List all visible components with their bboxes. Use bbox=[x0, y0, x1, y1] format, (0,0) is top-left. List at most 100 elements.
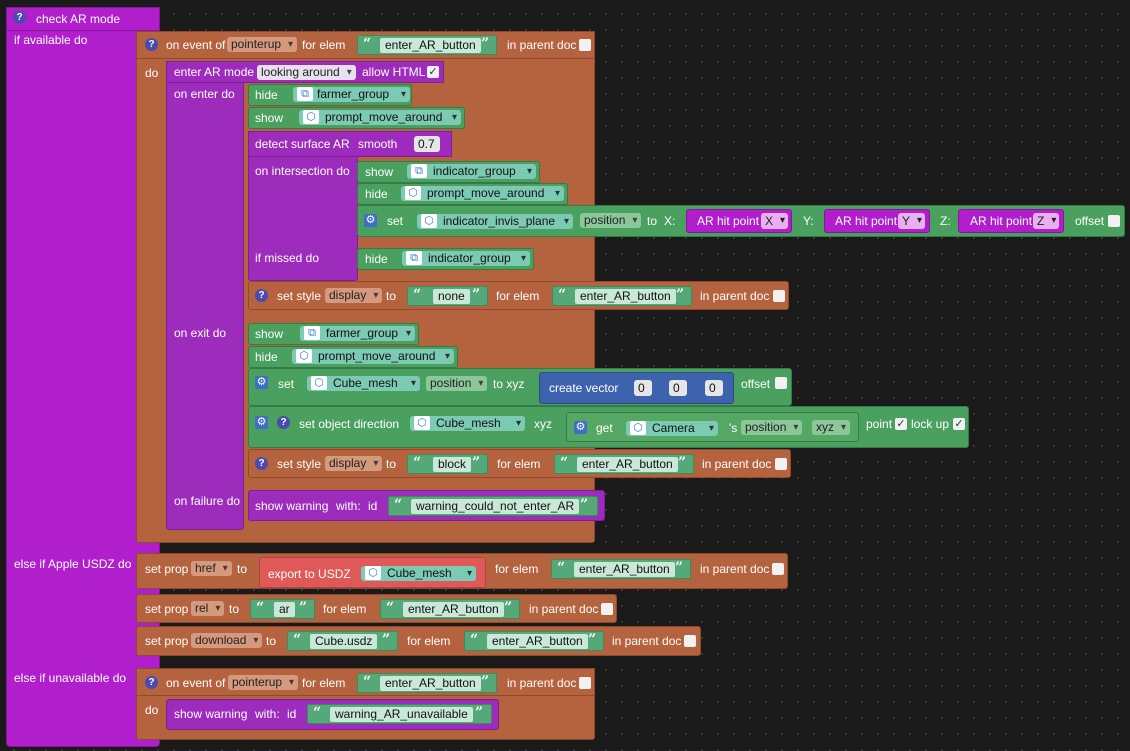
gear-icon[interactable]: ⚙ bbox=[255, 416, 268, 429]
axis-dropdown[interactable]: X bbox=[761, 213, 789, 229]
get-target-dropdown[interactable]: ⬡Camera bbox=[626, 421, 718, 436]
enter-ar-label: enter AR mode bbox=[174, 65, 255, 79]
show-target-dropdown[interactable]: ⬡prompt_move_around bbox=[299, 110, 461, 125]
help-icon[interactable]: ? bbox=[13, 11, 26, 24]
mesh-icon: ⬡ bbox=[296, 349, 312, 363]
vector-z-input[interactable]: 0 bbox=[705, 380, 723, 396]
string-value[interactable]: enter_AR_button bbox=[577, 457, 678, 472]
allow-html-checkbox[interactable]: ✓ bbox=[427, 66, 439, 78]
for-elem-label: for elem bbox=[323, 602, 367, 616]
hide-target-dropdown[interactable]: ⬡prompt_move_around bbox=[401, 186, 564, 201]
mesh-icon: ⬡ bbox=[365, 566, 381, 580]
set-target-dropdown[interactable]: ⬡Cube_mesh bbox=[307, 376, 420, 391]
show-target-dropdown[interactable]: ⧉indicator_group bbox=[407, 164, 536, 179]
elem-string[interactable]: “enter_AR_button” bbox=[551, 559, 691, 579]
string-value[interactable]: enter_AR_button bbox=[380, 676, 481, 691]
help-icon[interactable]: ? bbox=[277, 416, 290, 429]
string-value[interactable]: enter_AR_button bbox=[574, 562, 675, 577]
offset-checkbox[interactable] bbox=[775, 377, 787, 389]
string-value[interactable]: enter_AR_button bbox=[403, 602, 504, 617]
set-style-label: set style bbox=[277, 457, 322, 471]
in-parent-checkbox[interactable] bbox=[684, 635, 696, 647]
hide-label: hide bbox=[255, 350, 278, 364]
elem-string[interactable]: “enter_AR_button” bbox=[554, 454, 694, 474]
string-value[interactable]: block bbox=[433, 457, 472, 472]
prop-dropdown[interactable]: rel bbox=[191, 601, 225, 616]
in-parent-checkbox[interactable] bbox=[772, 563, 784, 575]
prop-value-string[interactable]: “Cube.usdz” bbox=[287, 631, 398, 651]
string-value[interactable]: enter_AR_button bbox=[380, 38, 481, 53]
help-icon[interactable]: ? bbox=[255, 289, 268, 302]
check-ar-mode-block[interactable] bbox=[6, 7, 160, 747]
on-event-label: on event of bbox=[166, 676, 226, 690]
else-apple-label: else if Apple USDZ do bbox=[14, 557, 132, 571]
vector-y-input[interactable]: 0 bbox=[669, 380, 687, 396]
xyz-label: xyz bbox=[534, 417, 552, 431]
block-title: check AR mode bbox=[36, 12, 121, 26]
help-icon[interactable]: ? bbox=[255, 457, 268, 470]
string-value[interactable]: enter_AR_button bbox=[487, 634, 588, 649]
set-prop-dropdown[interactable]: position bbox=[580, 213, 642, 228]
get-xyz-dropdown[interactable]: xyz bbox=[812, 420, 850, 435]
warning-id-string[interactable]: “warning_could_not_enter_AR” bbox=[388, 496, 598, 516]
in-parent-checkbox[interactable] bbox=[601, 603, 613, 615]
elem-string[interactable]: “enter_AR_button” bbox=[464, 631, 604, 651]
to-label: to bbox=[386, 457, 397, 471]
string-value[interactable]: enter_AR_button bbox=[575, 289, 676, 304]
gear-icon[interactable]: ⚙ bbox=[255, 376, 268, 389]
get-prop-dropdown[interactable]: position bbox=[741, 420, 803, 435]
set-prop-label: set prop bbox=[145, 602, 189, 616]
elem-string[interactable]: “enter_AR_button” bbox=[357, 35, 497, 55]
vector-x-input[interactable]: 0 bbox=[634, 380, 652, 396]
group-icon: ⧉ bbox=[304, 326, 320, 340]
help-icon[interactable]: ? bbox=[145, 38, 158, 51]
style-prop-dropdown[interactable]: display bbox=[325, 456, 383, 471]
elem-string[interactable]: “enter_AR_button” bbox=[552, 286, 692, 306]
warning-id-string[interactable]: “warning_AR_unavailable” bbox=[307, 704, 492, 724]
in-parent-checkbox[interactable] bbox=[773, 290, 785, 302]
check-ar-mode-header[interactable] bbox=[6, 7, 160, 31]
set-prop-dropdown[interactable]: position bbox=[426, 376, 488, 391]
string-value[interactable]: Cube.usdz bbox=[310, 634, 378, 649]
create-vector-block[interactable] bbox=[539, 372, 734, 404]
style-prop-dropdown[interactable]: display bbox=[325, 288, 383, 303]
prop-dropdown[interactable]: href bbox=[191, 561, 232, 576]
prop-value-string[interactable]: “ar” bbox=[250, 599, 315, 619]
export-target-dropdown[interactable]: ⬡Cube_mesh bbox=[361, 566, 476, 581]
style-value-string[interactable]: “none” bbox=[407, 286, 488, 306]
gear-icon[interactable]: ⚙ bbox=[364, 214, 377, 227]
axis-dropdown[interactable]: Z bbox=[1033, 213, 1060, 229]
point-checkbox[interactable]: ✓ bbox=[895, 418, 907, 430]
in-parent-checkbox[interactable] bbox=[775, 458, 787, 470]
string-value[interactable]: ar bbox=[274, 602, 295, 617]
hide-target-dropdown[interactable]: ⬡prompt_move_around bbox=[292, 349, 454, 364]
show-target-dropdown[interactable]: ⧉farmer_group bbox=[300, 326, 415, 341]
gear-icon[interactable]: ⚙ bbox=[574, 421, 587, 434]
string-value[interactable]: none bbox=[433, 289, 470, 304]
in-parent-checkbox[interactable] bbox=[579, 39, 591, 51]
hide-target-dropdown[interactable]: ⧉indicator_group bbox=[402, 251, 530, 266]
lock-up-checkbox[interactable]: ✓ bbox=[953, 418, 965, 430]
elem-string[interactable]: “enter_AR_button” bbox=[357, 673, 497, 693]
elem-string[interactable]: “enter_AR_button” bbox=[380, 599, 520, 619]
set-prop-block[interactable] bbox=[136, 626, 701, 656]
ar-mode-dropdown[interactable]: looking around bbox=[257, 65, 356, 80]
help-icon[interactable]: ? bbox=[145, 676, 158, 689]
in-parent-checkbox[interactable] bbox=[579, 677, 591, 689]
enter-ar-block[interactable] bbox=[166, 61, 244, 530]
hide-target-dropdown[interactable]: ⧉farmer_group bbox=[293, 87, 410, 102]
prop-dropdown[interactable]: download bbox=[191, 633, 263, 648]
offset-checkbox[interactable] bbox=[1108, 215, 1120, 227]
event-dropdown[interactable]: pointerup bbox=[228, 675, 299, 690]
event-dropdown[interactable]: pointerup bbox=[227, 37, 298, 52]
direction-target-dropdown[interactable]: ⬡Cube_mesh bbox=[410, 416, 525, 431]
style-value-string[interactable]: “block” bbox=[407, 454, 488, 474]
set-target-dropdown[interactable]: ⬡indicator_invis_plane bbox=[417, 214, 573, 229]
string-value[interactable]: warning_AR_unavailable bbox=[330, 707, 473, 722]
hide-label: hide bbox=[365, 187, 388, 201]
smooth-input[interactable]: 0.7 bbox=[414, 136, 440, 152]
string-value[interactable]: warning_could_not_enter_AR bbox=[411, 499, 580, 514]
set-style-block[interactable] bbox=[248, 449, 791, 478]
set-prop-label: set prop bbox=[145, 634, 189, 648]
axis-dropdown[interactable]: Y bbox=[898, 213, 926, 229]
